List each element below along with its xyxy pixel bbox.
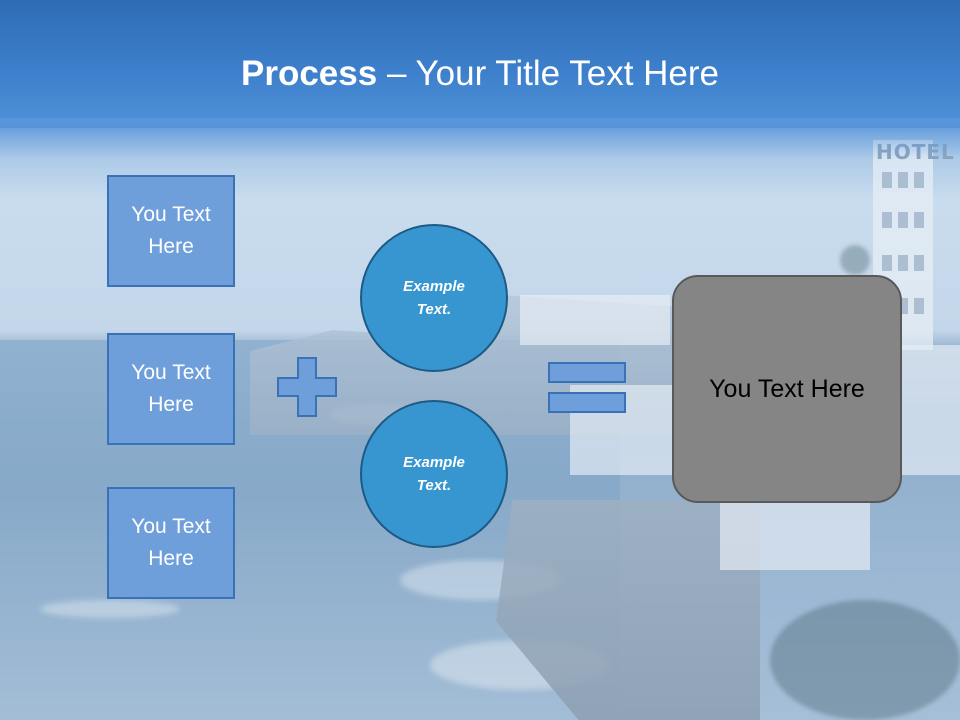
equals-bar-bottom: [548, 392, 626, 413]
slide-title: Process – Your Title Text Here: [0, 52, 960, 96]
title-rest: Your Title Text Here: [415, 54, 720, 93]
circle-label: Example Text.: [403, 454, 465, 494]
input-box-2[interactable]: You Text Here: [107, 333, 235, 445]
circle-label: Example Text.: [403, 278, 465, 318]
input-box-label: You Text Here: [131, 203, 211, 258]
result-box[interactable]: You Text Here: [672, 275, 902, 503]
input-box-label: You Text Here: [131, 515, 211, 570]
title-separator: –: [377, 54, 416, 93]
input-box-label: You Text Here: [131, 361, 211, 416]
equals-bar-top: [548, 362, 626, 383]
plus-icon: [277, 357, 337, 417]
input-box-1[interactable]: You Text Here: [107, 175, 235, 287]
example-circle-2[interactable]: Example Text.: [360, 400, 508, 548]
result-label: You Text Here: [709, 375, 865, 403]
title-bold: Process: [241, 54, 378, 93]
example-circle-1[interactable]: Example Text.: [360, 224, 508, 372]
input-box-3[interactable]: You Text Here: [107, 487, 235, 599]
header-band: [0, 0, 960, 128]
